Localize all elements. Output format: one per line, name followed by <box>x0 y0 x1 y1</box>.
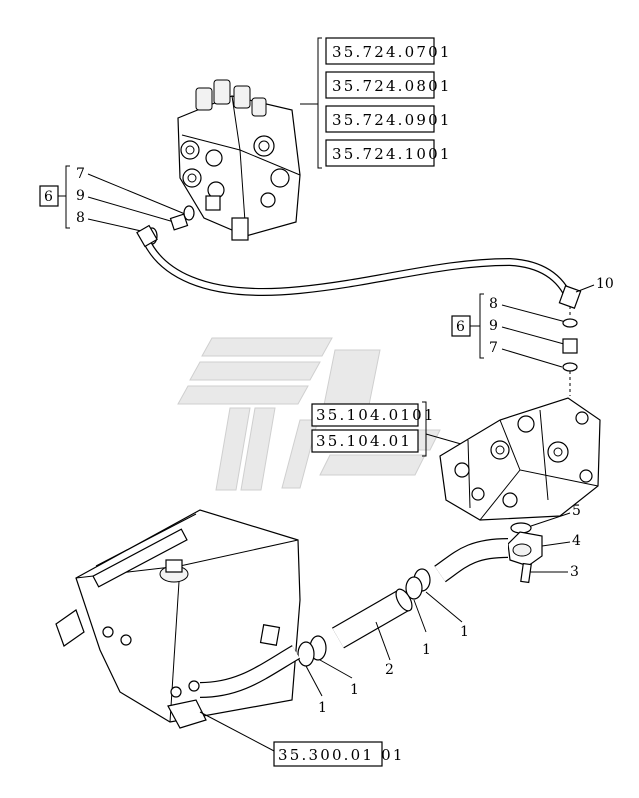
callout-clamp-a: 1 <box>460 624 469 640</box>
lower-item-9: 9 <box>489 318 498 334</box>
pump-reference-group: 35.104.0101 35.104.01 <box>311 401 483 457</box>
tank-reference: 35.300.01 01 <box>273 741 405 767</box>
pump-ref-2: 35.104.01 <box>316 432 412 450</box>
pump-ref-1: 35.104.0101 <box>316 406 436 424</box>
valve-reference-group: 35.724.0701 35.724.0801 35.724.0901 35.7… <box>300 37 452 169</box>
suction-elbow-tube <box>405 538 509 600</box>
lower-fitting-group: 6 8 9 7 <box>451 293 578 396</box>
callout-clamp-b: 1 <box>422 642 431 658</box>
lower-group-id: 6 <box>456 319 465 335</box>
valve-ref-1: 35.724.0701 <box>332 43 452 61</box>
hydraulic-pump <box>439 397 601 521</box>
suction-pipe: 2 <box>332 588 413 678</box>
upper-group-id: 6 <box>44 189 53 205</box>
upper-item-8: 8 <box>76 210 85 226</box>
watermark-logo <box>177 337 441 491</box>
upper-fitting-group: 6 7 9 8 <box>39 165 195 245</box>
callout-screw: 3 <box>570 564 579 580</box>
upper-item-7: 7 <box>76 166 85 182</box>
callout-flange: 4 <box>572 533 581 549</box>
upper-item-9: 9 <box>76 188 85 204</box>
valve-ref-4: 35.724.1001 <box>332 145 452 163</box>
callout-clamp-c: 1 <box>350 682 359 698</box>
control-valve-block <box>177 79 301 241</box>
hose-clamps: 1 1 1 1 <box>297 591 469 716</box>
hydraulic-hose: 10 <box>136 224 614 309</box>
callout-clamp-d: 1 <box>318 700 327 716</box>
lower-item-7: 7 <box>489 340 498 356</box>
hydraulic-tank <box>55 509 301 753</box>
lower-item-8: 8 <box>489 296 498 312</box>
valve-ref-3: 35.724.0901 <box>332 111 452 129</box>
callout-hose: 10 <box>596 276 614 292</box>
tank-ref: 35.300.01 01 <box>278 746 405 764</box>
valve-ref-2: 35.724.0801 <box>332 77 452 95</box>
callout-suction-pipe: 2 <box>385 662 394 678</box>
callout-o-ring: 5 <box>572 503 581 519</box>
suction-flange-assembly: 5 4 3 <box>507 503 581 584</box>
